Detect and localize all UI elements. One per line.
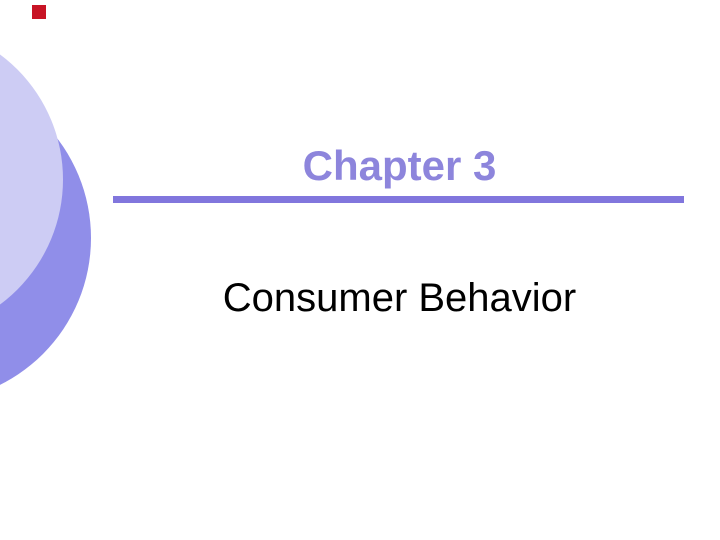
red-accent-square [32, 5, 46, 19]
title-underline-rule [113, 196, 684, 203]
slide-subtitle: Consumer Behavior [222, 276, 577, 320]
slide-title: Chapter 3 [302, 142, 497, 189]
